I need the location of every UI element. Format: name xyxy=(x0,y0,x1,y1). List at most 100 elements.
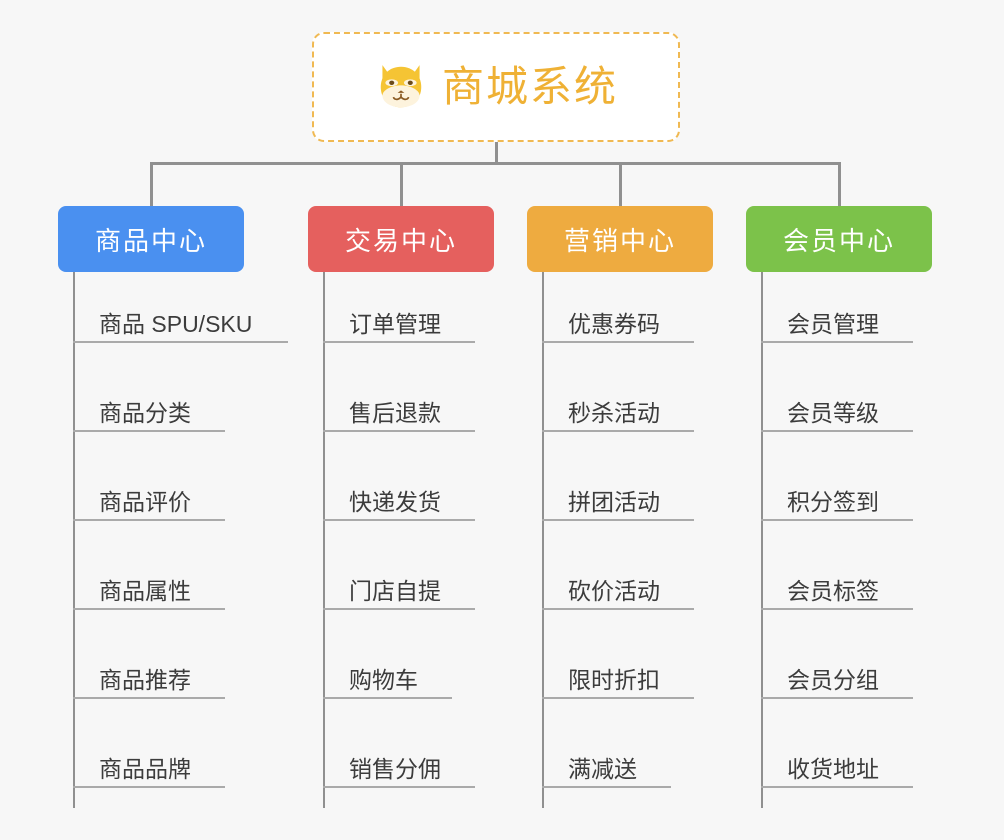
root-title: 商城系统 xyxy=(441,63,618,110)
list-item[interactable]: 优惠券码 xyxy=(542,311,694,344)
column-header-label: 交易中心 xyxy=(344,225,457,256)
list-item-rule xyxy=(761,608,913,611)
list-item[interactable]: 商品评价 xyxy=(73,489,225,522)
list-item-label: 会员管理 xyxy=(787,311,879,337)
connector-root-stem xyxy=(495,142,498,164)
list-item-rule xyxy=(323,608,475,611)
column-header-trade[interactable]: 交易中心 xyxy=(308,206,494,272)
column-header-member[interactable]: 会员中心 xyxy=(746,206,932,272)
column-header-label: 会员中心 xyxy=(782,225,895,256)
list-item-label: 快递发货 xyxy=(349,489,441,515)
list-item-label: 商品评价 xyxy=(99,489,191,515)
list-item-rule xyxy=(761,341,913,344)
list-item-label: 商品推荐 xyxy=(99,667,191,693)
list-item[interactable]: 快递发货 xyxy=(323,489,475,522)
list-item-rule xyxy=(761,430,913,433)
list-item-label: 会员等级 xyxy=(787,400,879,426)
list-item-rule xyxy=(323,341,475,344)
list-item-label: 满减送 xyxy=(568,756,637,782)
list-item[interactable]: 会员标签 xyxy=(761,578,913,611)
list-item-rule xyxy=(761,786,913,789)
column-spine xyxy=(542,272,544,808)
list-item-rule xyxy=(323,786,475,789)
list-item-label: 商品 SPU/SKU xyxy=(99,311,253,337)
list-item-rule xyxy=(542,697,694,700)
list-item[interactable]: 商品品牌 xyxy=(73,756,225,789)
column-header-label: 商品中心 xyxy=(94,225,207,256)
column-trade: 交易中心 订单管理 售后退款 快递发货 门店自提 购物车 xyxy=(308,206,494,832)
list-item-label: 商品分类 xyxy=(99,400,191,426)
column-header-commodity[interactable]: 商品中心 xyxy=(58,206,244,272)
list-item-rule xyxy=(73,430,225,433)
column-items-trade: 订单管理 售后退款 快递发货 门店自提 购物车 销售分佣 xyxy=(308,272,494,832)
root-node[interactable]: 商城系统 xyxy=(312,32,680,142)
list-item-label: 商品品牌 xyxy=(99,756,191,782)
list-item-label: 积分签到 xyxy=(787,489,879,515)
list-item-rule xyxy=(761,519,913,522)
list-item[interactable]: 秒杀活动 xyxy=(542,400,694,433)
list-item-rule xyxy=(542,519,694,522)
list-item[interactable]: 商品推荐 xyxy=(73,667,225,700)
connector-drop-4 xyxy=(838,162,841,206)
list-item-rule xyxy=(73,608,225,611)
list-item[interactable]: 会员管理 xyxy=(761,311,913,344)
list-item-label: 售后退款 xyxy=(349,400,441,426)
column-spine xyxy=(761,272,763,808)
column-marketing: 营销中心 优惠券码 秒杀活动 拼团活动 砍价活动 限时折扣 xyxy=(527,206,713,832)
connector-bus xyxy=(150,162,840,165)
list-item-label: 拼团活动 xyxy=(568,489,660,515)
list-item-rule xyxy=(73,786,225,789)
list-item[interactable]: 商品 SPU/SKU xyxy=(73,311,288,344)
list-item[interactable]: 会员分组 xyxy=(761,667,913,700)
column-items-commodity: 商品 SPU/SKU 商品分类 商品评价 商品属性 商品推荐 商品品牌 xyxy=(58,272,288,832)
column-member: 会员中心 会员管理 会员等级 积分签到 会员标签 会员分组 xyxy=(746,206,932,832)
list-item[interactable]: 砍价活动 xyxy=(542,578,694,611)
list-item-rule xyxy=(542,430,694,433)
list-item-label: 收货地址 xyxy=(787,756,879,782)
list-item[interactable]: 拼团活动 xyxy=(542,489,694,522)
list-item-label: 订单管理 xyxy=(349,311,441,337)
connector-drop-3 xyxy=(619,162,622,206)
list-item[interactable]: 限时折扣 xyxy=(542,667,694,700)
list-item[interactable]: 购物车 xyxy=(323,667,452,700)
column-items-marketing: 优惠券码 秒杀活动 拼团活动 砍价活动 限时折扣 满减送 xyxy=(527,272,713,832)
list-item-label: 购物车 xyxy=(349,667,418,693)
connector-drop-2 xyxy=(400,162,403,206)
list-item-rule xyxy=(323,430,475,433)
list-item-rule xyxy=(73,697,225,700)
list-item-label: 砍价活动 xyxy=(568,578,660,604)
list-item-label: 秒杀活动 xyxy=(568,400,660,426)
column-commodity: 商品中心 商品 SPU/SKU 商品分类 商品评价 商品属性 商品推荐 xyxy=(58,206,288,832)
list-item[interactable]: 商品分类 xyxy=(73,400,225,433)
list-item[interactable]: 收货地址 xyxy=(761,756,913,789)
column-header-marketing[interactable]: 营销中心 xyxy=(527,206,713,272)
list-item-label: 商品属性 xyxy=(99,578,191,604)
list-item[interactable]: 积分签到 xyxy=(761,489,913,522)
connector-drop-1 xyxy=(150,162,153,206)
column-items-member: 会员管理 会员等级 积分签到 会员标签 会员分组 收货地址 xyxy=(746,272,932,832)
list-item-rule xyxy=(542,608,694,611)
list-item[interactable]: 销售分佣 xyxy=(323,756,475,789)
list-item[interactable]: 售后退款 xyxy=(323,400,475,433)
list-item-label: 会员分组 xyxy=(787,667,879,693)
list-item-rule xyxy=(323,519,475,522)
list-item-label: 销售分佣 xyxy=(349,756,441,782)
list-item[interactable]: 满减送 xyxy=(542,756,671,789)
list-item[interactable]: 订单管理 xyxy=(323,311,475,344)
list-item[interactable]: 门店自提 xyxy=(323,578,475,611)
list-item-label: 优惠券码 xyxy=(568,311,660,337)
column-header-label: 营销中心 xyxy=(563,225,676,256)
column-spine xyxy=(323,272,325,808)
list-item-label: 限时折扣 xyxy=(568,667,660,693)
list-item[interactable]: 商品属性 xyxy=(73,578,225,611)
column-spine xyxy=(73,272,75,808)
list-item-label: 会员标签 xyxy=(787,578,879,604)
list-item[interactable]: 会员等级 xyxy=(761,400,913,433)
list-item-label: 门店自提 xyxy=(349,578,441,604)
list-item-rule xyxy=(542,786,671,789)
shiba-dog-face-icon xyxy=(380,65,422,108)
list-item-rule xyxy=(73,519,225,522)
list-item-rule xyxy=(761,697,913,700)
list-item-rule xyxy=(73,341,288,344)
